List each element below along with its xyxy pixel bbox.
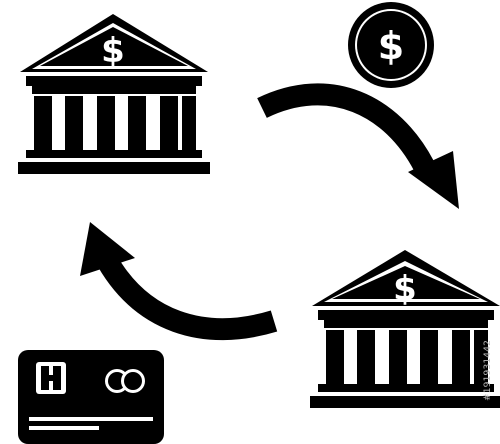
bank-building-icon: $ (18, 14, 210, 174)
dollar-sign: $ (101, 31, 125, 71)
dollar-sign: $ (393, 269, 417, 309)
dollar-coin-icon: $ (348, 2, 434, 88)
watermark-id: #191931442 (483, 339, 493, 401)
curved-arrow-right-down-icon (257, 83, 459, 209)
curved-arrow-left-up-icon (80, 222, 278, 341)
bank-building-icon: $ (310, 250, 500, 408)
dollar-sign: $ (378, 24, 404, 68)
credit-card-icon (18, 350, 164, 444)
